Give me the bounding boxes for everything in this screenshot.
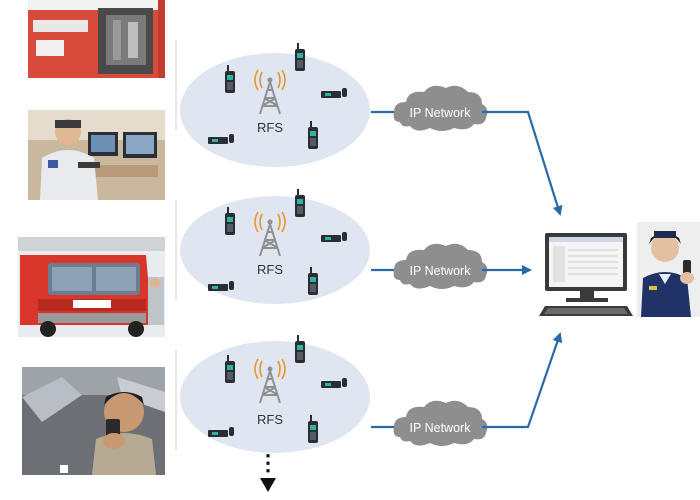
radio-site-ellipse [178, 339, 372, 455]
operator-photo [637, 222, 700, 317]
link-arrow [482, 110, 563, 216]
link-arrow [482, 332, 563, 429]
ip-network-label: IP Network [410, 264, 472, 278]
radio-site-ellipse [178, 194, 372, 306]
dispatch-computer-icon [539, 233, 633, 316]
radio-site-ellipse [178, 51, 372, 169]
handheld-radio-icon [295, 189, 305, 217]
ip-network-cloud-1: IP Network [393, 85, 488, 131]
dispatcher-photo [28, 110, 165, 200]
radio-operator-photo [22, 367, 165, 475]
handheld-radio-icon [295, 335, 305, 363]
site-group-1: RFS [178, 43, 372, 169]
fire-truck-photo [18, 237, 165, 337]
continuation-dots: ⋮ [257, 450, 279, 475]
ip-network-label: IP Network [410, 106, 472, 120]
ip-network-cloud-2: IP Network [393, 243, 488, 289]
rfs-label: RFS [257, 262, 283, 277]
site-group-3: RFS [178, 335, 372, 455]
ip-network-cloud-3: IP Network [393, 400, 488, 446]
site-group-2: RFS [178, 189, 372, 306]
rfs-label: RFS [257, 120, 283, 135]
handheld-radio-icon [295, 43, 305, 71]
ip-network-label: IP Network [410, 421, 472, 435]
rfs-label: RFS [257, 412, 283, 427]
fire-truck-interior-photo [28, 0, 165, 78]
down-arrow-icon [260, 478, 276, 492]
